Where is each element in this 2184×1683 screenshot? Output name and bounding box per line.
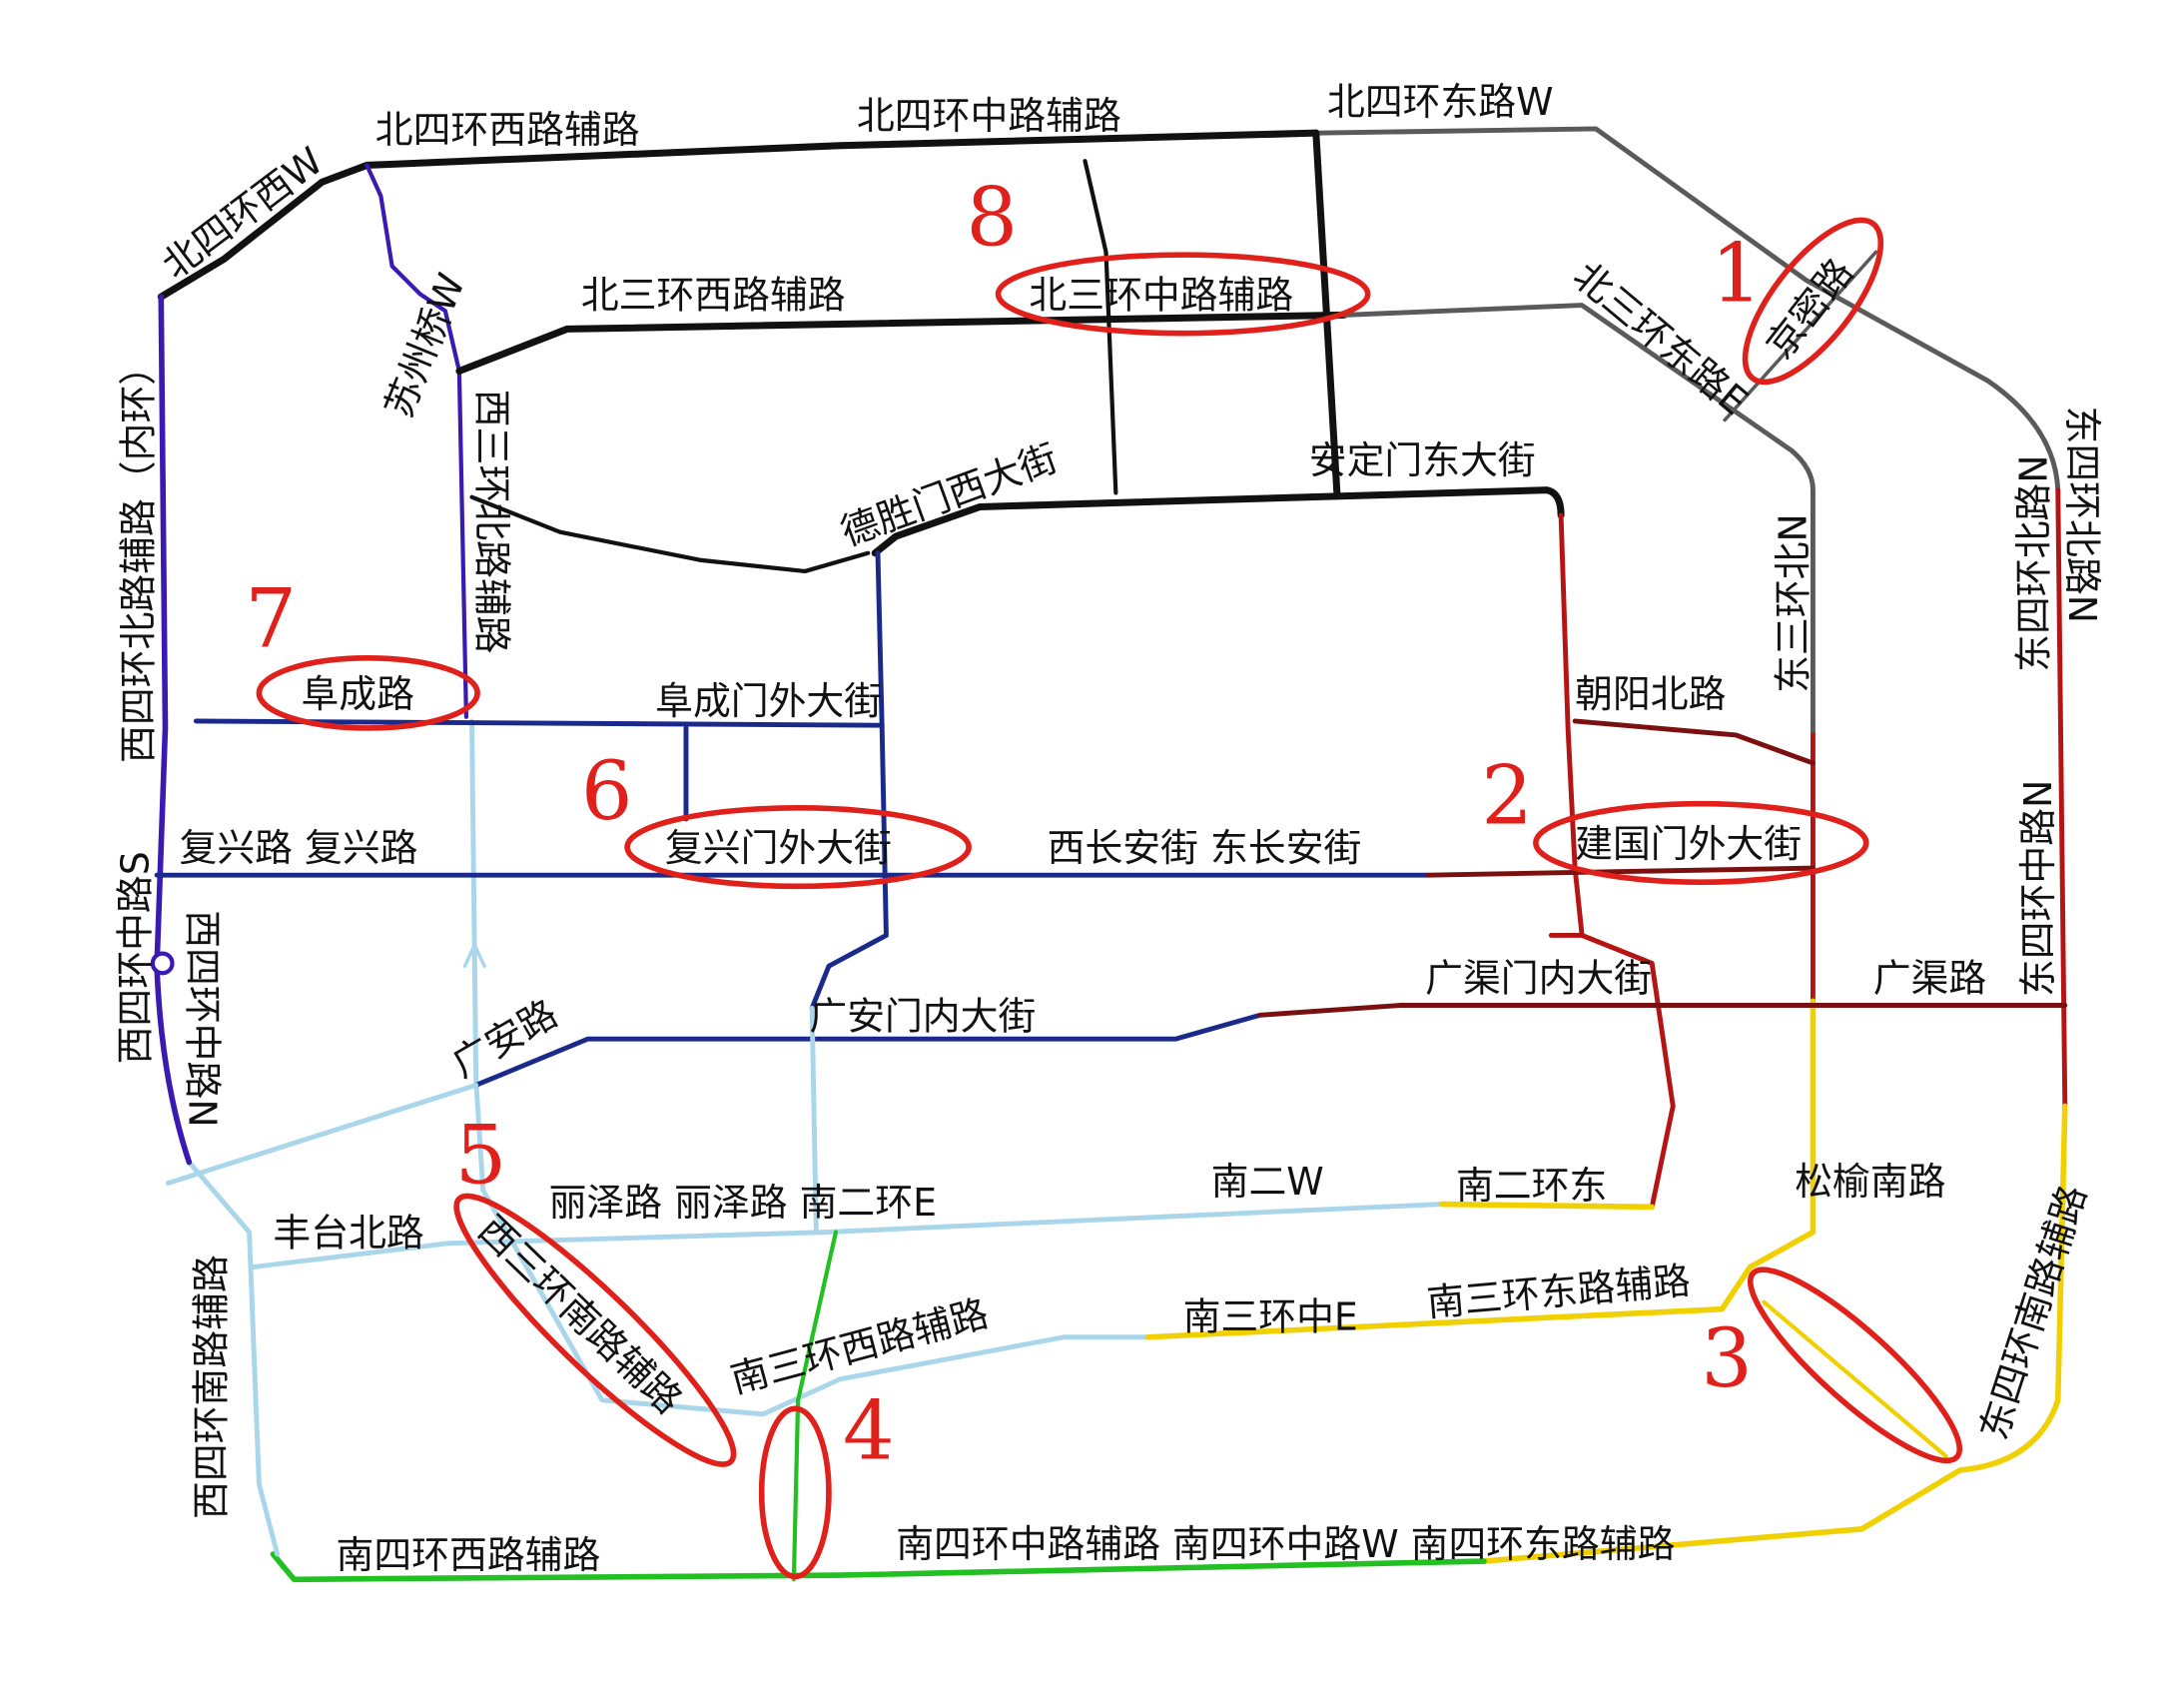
label-nansi-xi-fu: 南四环西路辅路 (337, 1533, 601, 1577)
label-xisan-bei-fu: 西三环北路辅路 (469, 390, 513, 654)
label-bsan-zhong-fu: 北三环中路辅路 (1029, 273, 1293, 317)
highlight-2-jianguomen (1533, 800, 1869, 885)
label-andingmen: 安定门东大街 (1309, 438, 1536, 482)
label-naner-dong: 南二环东 (1456, 1164, 1607, 1208)
label-bsan-xi-fu: 北三环西路辅路 (581, 273, 846, 317)
highlight-3 (1747, 1266, 1963, 1464)
marker-3: 3 (1701, 1312, 1753, 1406)
label-naner-w: 南二W (1211, 1160, 1324, 1204)
highlight-8-bsan-zhong (995, 252, 1371, 337)
label-songyu: 松榆南路 (1795, 1160, 1945, 1204)
road-link-580 (809, 1005, 819, 1236)
marker-6: 6 (581, 745, 633, 839)
road-jianguomen (1425, 865, 1816, 878)
label-dongsi-bei-1: 东四环北路N (2012, 454, 2056, 671)
road-link-3 (1762, 1299, 1948, 1459)
interchange-marker (150, 951, 175, 976)
road-west-3rd-ring-link (469, 494, 871, 574)
road-east-4th-ring-south (1481, 1103, 2068, 1564)
label-dongsi-zhong: 东四环中路N (2016, 780, 2060, 997)
road-link-4 (791, 1230, 839, 1582)
label-nansi-south: 南四环中路辅路 南四环中路W 南四环东路辅路 (896, 1522, 1675, 1566)
label-fuxingmen: 复兴门外大街 (665, 826, 892, 870)
marker-1: 1 (1711, 227, 1763, 321)
road-south-2nd-ring-west (249, 1202, 1445, 1270)
marker-numbers: 1 2 3 4 5 6 7 8 (245, 171, 1762, 1478)
road-north-4th-ring-east (1313, 126, 2061, 493)
label-fucheng: 阜成路 (301, 672, 414, 716)
road-east-3rd-ring-south (1747, 998, 1817, 1270)
label-xisi-bei-fu: 西四环北路辅路（内环） (116, 348, 160, 763)
road-2nd-ring-north (871, 486, 1565, 557)
label-fuchengmen: 阜成门外大街 (655, 679, 882, 723)
road-west-4th-ring-south (186, 1160, 281, 1557)
road-west-4th-ring-north (154, 294, 193, 1166)
road-north-4th-ring-west (157, 129, 1320, 301)
label-bsh-zhong-fu: 北四环中路辅路 (857, 94, 1121, 138)
label-fuxing: 复兴路 复兴路 (180, 826, 418, 870)
label-dongsi-bei-2: 东四环北路N (2060, 407, 2104, 623)
label-xisi-zhong-n: 西四环中路N (180, 910, 224, 1127)
highlight-6-fuxingmen (624, 805, 972, 890)
road-chaoyang-north (1572, 718, 1816, 766)
road-north-link-east (1312, 129, 1341, 496)
label-bsh-dong-w: 北四环东路W (1327, 80, 1554, 124)
road-south-3rd-ring-east (1144, 1263, 1754, 1340)
highlight-4 (758, 1405, 832, 1580)
label-guanganmen: 广安门内大街 (809, 994, 1036, 1038)
road-north-link-8 (1083, 159, 1118, 495)
road-north-3rd-ring-west (455, 311, 1348, 375)
road-guangan-west (165, 1082, 479, 1186)
label-bsh-xi-fu: 北四环西路辅路 (375, 108, 640, 152)
highlight-5-xisan-nan (453, 1193, 737, 1467)
road-west-3rd-ring-south (469, 718, 766, 1417)
label-nansan-zhong-e: 南三环中E (1183, 1295, 1358, 1339)
label-fengtai: 丰台北路 (273, 1212, 423, 1256)
label-xisi-zhong-s: 西四环中路S (114, 851, 158, 1064)
label-lize: 丽泽路 丽泽路 南二环E (549, 1181, 937, 1225)
road-south-3rd-ring-west (760, 1334, 1151, 1417)
road-south-2nd-ring-east (1439, 1201, 1656, 1211)
marker-8: 8 (966, 171, 1018, 265)
road-2nd-ring-west (809, 550, 889, 1011)
label-guangqu: 广渠路 (1873, 956, 1987, 1000)
jingmi-road-tick (1723, 250, 1878, 422)
marker-2: 2 (1481, 749, 1533, 843)
marker-5: 5 (455, 1110, 507, 1204)
road-south-4th-ring (270, 1551, 1487, 1583)
marker-7: 7 (245, 573, 297, 667)
label-changan: 西长安街 东长安街 (1048, 826, 1362, 870)
label-jianguomen: 建国门外大街 (1575, 822, 1802, 866)
arrow-marker (462, 943, 486, 969)
road-guangqu (1257, 1003, 2068, 1018)
label-dongsan-bei: 东三环北N (1771, 513, 1815, 693)
highlight-ellipses (256, 217, 1963, 1580)
marker-4: 4 (843, 1385, 895, 1479)
label-xisi-nan-fu: 西四环南路辅路 (189, 1255, 233, 1519)
highlight-1-jingmi (1742, 217, 1884, 386)
road-north-3rd-ring-east (1341, 303, 1816, 738)
highlight-7-fucheng (256, 655, 480, 731)
label-chaoyang-bei: 朝阳北路 (1575, 672, 1726, 716)
label-guangqumen: 广渠门内大街 (1425, 956, 1652, 1000)
roads (150, 126, 2068, 1583)
